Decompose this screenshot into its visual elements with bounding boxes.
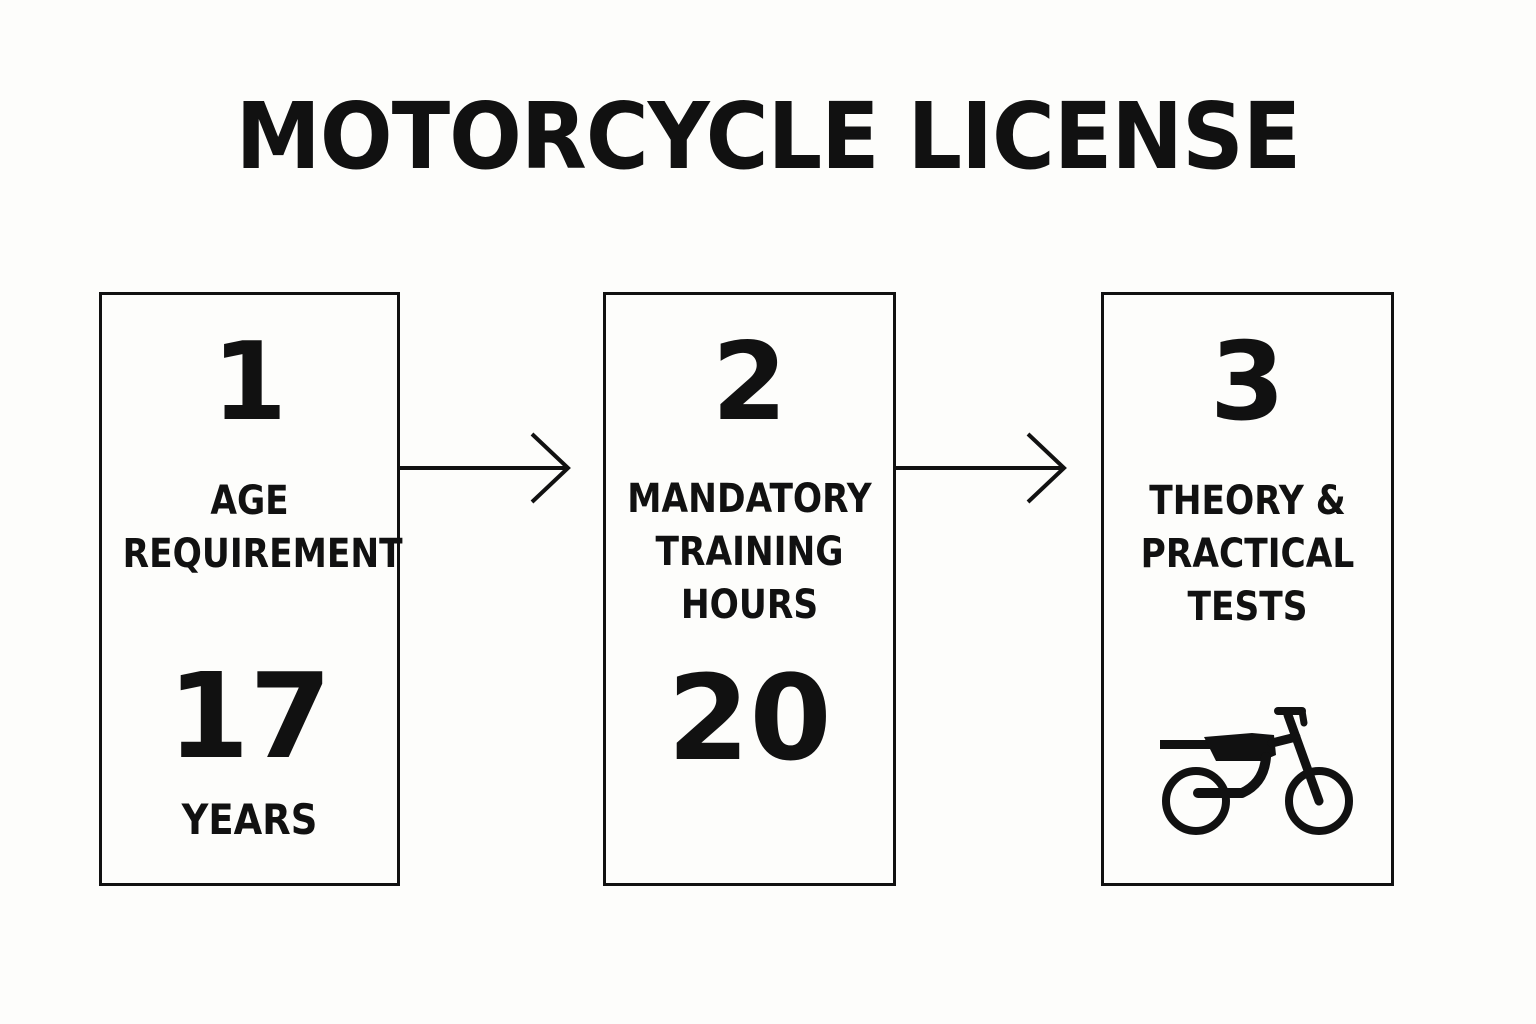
step-label-line: PRACTICAL: [1140, 531, 1355, 577]
step-label-line: TRAINING: [655, 529, 844, 575]
step-label-line: REQUIREMENT: [122, 531, 403, 577]
step-label-line: THEORY &: [1149, 478, 1346, 524]
step-value: 17: [167, 647, 332, 785]
step-label-line: AGE: [210, 478, 289, 524]
arrow-right-icon: [896, 432, 1067, 504]
step-card-theory-practical: 3 THEORY & PRACTICAL TESTS: [1101, 292, 1394, 886]
motorcycle-icon: [1160, 707, 1353, 835]
step-card-age-requirement: 1 AGE REQUIREMENT 17 YEARS: [99, 292, 403, 886]
step-value: 20: [667, 649, 832, 787]
step-label-line: TESTS: [1187, 584, 1308, 630]
step-card-mandatory-training: 2 MANDATORY TRAINING HOURS 20: [603, 292, 896, 886]
page-title: MOTORCYCLE LICENSE: [235, 83, 1302, 190]
step-number: 1: [211, 320, 288, 445]
step-label-line: HOURS: [680, 582, 819, 628]
step-number: 3: [1209, 320, 1286, 445]
step-number: 2: [711, 320, 788, 445]
step-label-line: MANDATORY: [627, 476, 872, 522]
step-unit: YEARS: [181, 795, 318, 844]
arrow-right-icon: [400, 432, 571, 504]
